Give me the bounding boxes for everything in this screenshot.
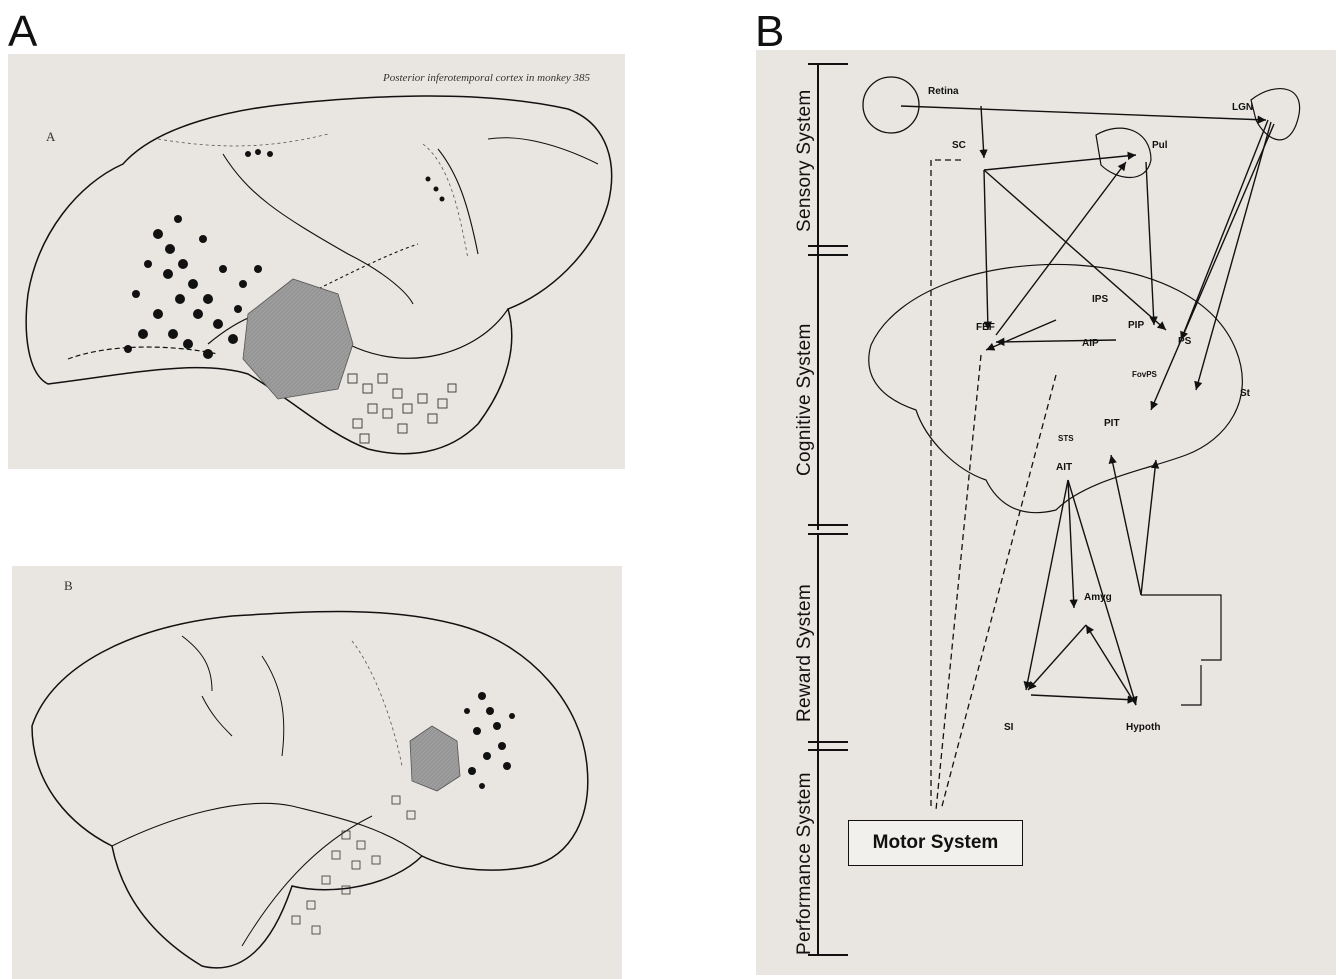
motor-system-box: Motor System	[848, 820, 1023, 866]
brain-lateral-drawing-top	[8, 54, 625, 469]
node-ps: PS	[1178, 336, 1191, 347]
label-sensory-system: Sensory System	[794, 89, 816, 232]
node-retina: Retina	[928, 86, 959, 97]
node-sts: STS	[1058, 434, 1074, 443]
systems-diagram-photo: Sensory System Cognitive System Reward S…	[756, 50, 1336, 975]
label-performance-system: Performance System	[794, 772, 816, 955]
node-st: St	[1240, 388, 1250, 399]
label-reward-system: Reward System	[794, 584, 816, 722]
node-ait: AIT	[1056, 462, 1072, 473]
node-pul: Pul	[1152, 140, 1168, 151]
figure-letter-top: A	[46, 129, 55, 145]
node-pip: PIP	[1128, 320, 1144, 331]
node-pit: PIT	[1104, 418, 1120, 429]
brain-medial-photo-bottom: B	[12, 566, 622, 979]
node-fef: FEF	[976, 322, 995, 333]
node-sc: SC	[952, 140, 966, 151]
node-aip: AIP	[1082, 338, 1099, 349]
node-hypoth: Hypoth	[1126, 722, 1160, 733]
figure-letter-bottom: B	[64, 578, 73, 594]
node-amyg: Amyg	[1084, 592, 1112, 603]
node-si: SI	[1004, 722, 1013, 733]
node-lgn: LGN	[1232, 102, 1253, 113]
brain-lateral-photo-top: Posterior inferotemporal cortex in monke…	[8, 54, 625, 469]
panel-b-letter: B	[755, 10, 784, 54]
running-head: Posterior inferotemporal cortex in monke…	[383, 72, 590, 84]
systems-diagram-drawing	[756, 50, 1336, 975]
brain-medial-drawing-bottom	[12, 566, 622, 979]
panel-a-letter: A	[8, 10, 37, 54]
label-cognitive-system: Cognitive System	[794, 323, 816, 476]
node-ips: IPS	[1092, 294, 1108, 305]
node-fovps: FovPS	[1132, 370, 1157, 379]
